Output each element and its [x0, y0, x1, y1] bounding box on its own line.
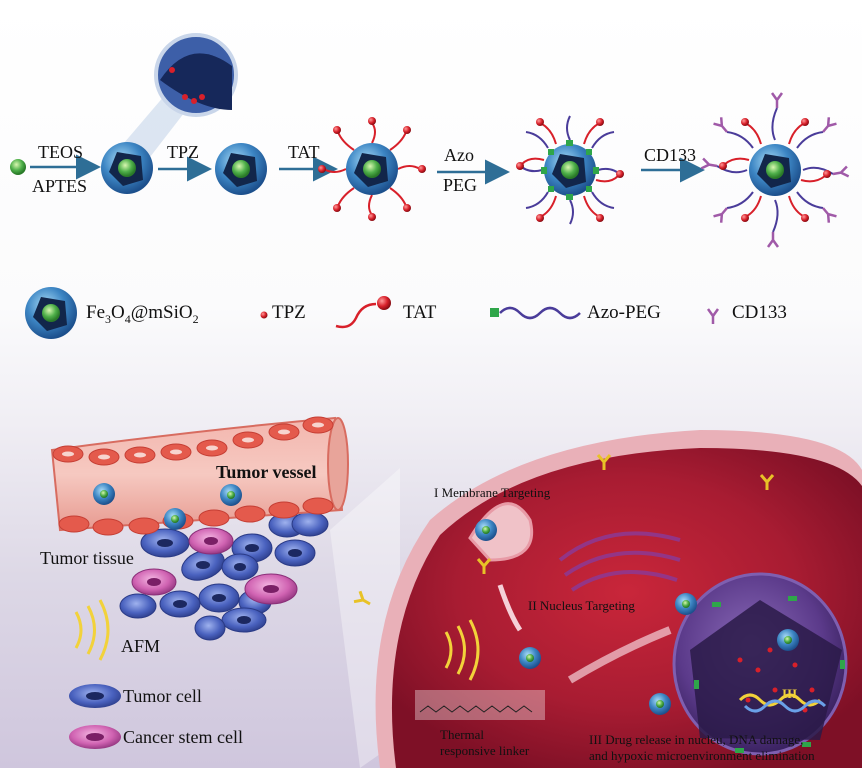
label-cancer-stem-cell: Cancer stem cell: [123, 727, 243, 747]
label-tumor-vessel: Tumor vessel: [216, 462, 317, 482]
tat-azo-peg-particle: [516, 115, 624, 225]
legend-azo-peg-icon: [490, 306, 581, 320]
label-peg: PEG: [443, 175, 478, 195]
legend-tpz-label: TPZ: [272, 302, 306, 323]
label-cd133-step: CD133: [644, 145, 697, 165]
fe3o4-core-icon: [10, 159, 26, 175]
tpz-loaded-particle: [215, 143, 267, 195]
label-tumor-cell: Tumor cell: [123, 686, 202, 706]
legend-nanoparticle-icon: [25, 287, 77, 339]
membrane-invagination: [468, 502, 533, 562]
fe3o4-msio2-particle: [101, 142, 153, 194]
label-tpz-step: TPZ: [167, 142, 200, 162]
label-roman-three: III: [782, 686, 798, 701]
tat-particle: [318, 117, 426, 221]
linker-structure-icon: [419, 705, 533, 713]
legend-nanoparticle-label: Fe3O4@mSiO2: [86, 302, 199, 326]
endoplasmic-reticulum: [558, 531, 681, 592]
label-linker-1: Thermal: [440, 727, 485, 742]
label-membrane-targeting: I Membrane Targeting: [434, 485, 551, 500]
label-teos: TEOS: [38, 142, 83, 162]
synthesis-row: [10, 33, 850, 249]
nucleus-targeting-arrow: [497, 584, 523, 632]
label-drug-release-2: and hypoxic microenvironment elimination: [589, 748, 815, 763]
legend-cd133-icon: [706, 307, 720, 326]
label-linker-2: responsive linker: [440, 743, 530, 758]
legend-tpz-icon: [260, 311, 268, 319]
label-tat-step: TAT: [288, 142, 320, 162]
legend-azo-peg-label: Azo-PEG: [587, 302, 661, 323]
label-tumor-tissue: Tumor tissue: [40, 548, 134, 568]
tumor-tissue-panel: [50, 416, 349, 749]
afm-field-icon: [74, 599, 110, 661]
final-particle-cd133: [700, 91, 850, 249]
label-drug-release-1: III Drug release in nucleu, DNA damage,: [589, 732, 804, 747]
legend-icons: [25, 287, 720, 339]
legend-tat-label: TAT: [403, 302, 437, 323]
label-afm: AFM: [121, 636, 161, 656]
thermal-field-icon: [444, 619, 480, 681]
label-nucleus-targeting: II Nucleus Targeting: [528, 598, 635, 613]
legend-tat-icon: [335, 296, 391, 329]
cancer-cell-panel: [352, 430, 862, 768]
label-azo: Azo: [444, 145, 474, 165]
label-aptes: APTES: [32, 176, 88, 196]
tumor-vessel: [50, 416, 349, 536]
legend-cd133-label: CD133: [732, 302, 787, 323]
